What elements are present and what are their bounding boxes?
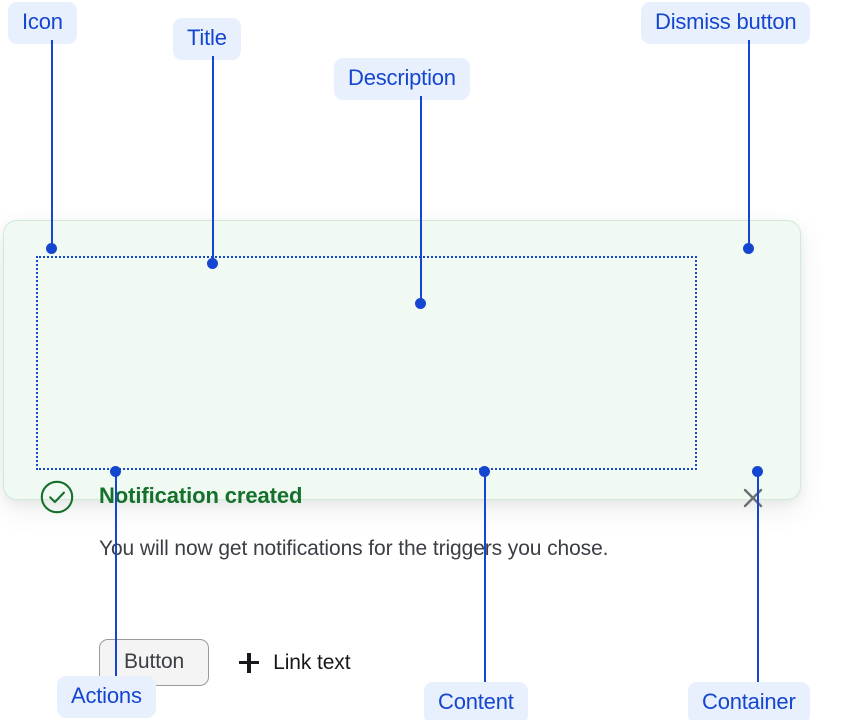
action-link[interactable]: Link text <box>239 650 351 675</box>
notification-description: You will now get notifications for the t… <box>99 537 609 560</box>
annotation-pill-title: Title <box>173 18 241 60</box>
notification-title: Notification created <box>99 483 303 508</box>
annotation-pill-content: Content <box>424 682 528 720</box>
leader-line-container <box>757 472 759 682</box>
annotation-pill-icon: Icon <box>8 2 77 44</box>
success-check-circle-icon <box>40 480 74 514</box>
leader-line-dismiss-button <box>748 40 750 248</box>
leader-line-actions <box>115 472 117 676</box>
notification-container: Notification created You will now get no… <box>3 220 801 686</box>
annotation-pill-dismiss-button: Dismiss button <box>641 2 811 44</box>
leader-dot-description <box>415 298 426 309</box>
close-x-icon <box>743 488 763 508</box>
plus-icon <box>239 652 260 673</box>
leader-line-description <box>420 96 422 302</box>
annotation-pill-actions: Actions <box>57 676 156 718</box>
leader-dot-actions <box>110 466 121 477</box>
annotation-pill-container: Container <box>688 682 810 720</box>
leader-dot-content <box>479 466 490 477</box>
leader-line-title <box>212 56 214 262</box>
leader-dot-container <box>752 466 763 477</box>
leader-dot-title <box>207 258 218 269</box>
leader-line-content <box>484 472 486 682</box>
action-link-label: Link text <box>273 650 351 674</box>
dismiss-button[interactable] <box>736 481 770 515</box>
leader-line-icon <box>51 40 53 248</box>
annotation-pill-description: Description <box>334 58 470 100</box>
leader-dot-icon <box>46 243 57 254</box>
leader-dot-dismiss-button <box>743 243 754 254</box>
